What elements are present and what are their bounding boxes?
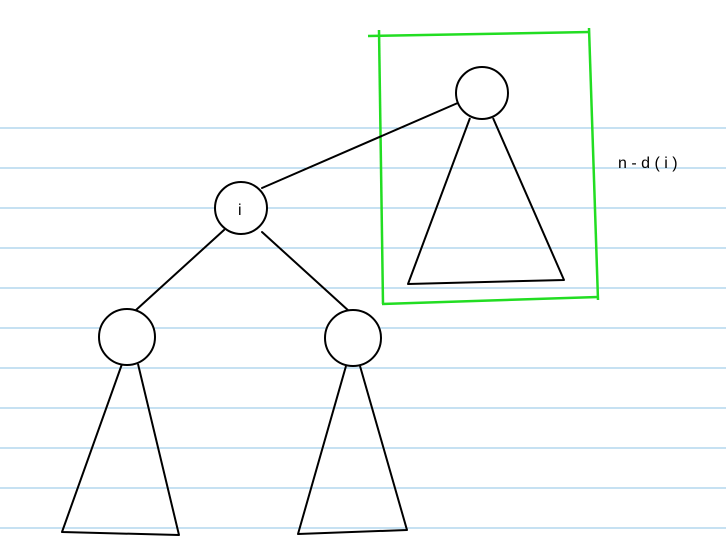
highlight-box-left bbox=[377, 29, 385, 305]
highlight-label: n - d ( i ) bbox=[618, 155, 678, 172]
node-i bbox=[214, 181, 268, 235]
subtree-triangles bbox=[61, 117, 565, 536]
edge-i-to-right-child bbox=[261, 231, 351, 313]
subtree-triangle-highlighted bbox=[407, 117, 565, 285]
node-right-child bbox=[324, 309, 382, 367]
node-subtree-root bbox=[455, 66, 509, 120]
highlight-box bbox=[367, 27, 600, 306]
highlight-box-right bbox=[587, 27, 600, 301]
tree-edges bbox=[135, 101, 461, 313]
tree-nodes bbox=[98, 66, 509, 367]
node-left-child bbox=[98, 308, 156, 366]
highlight-box-bottom bbox=[381, 295, 599, 306]
subtree-triangle-left bbox=[61, 363, 180, 536]
subtree-triangle-right bbox=[297, 365, 408, 535]
highlight-box-top bbox=[367, 30, 591, 38]
edge-i-to-left-child bbox=[135, 229, 225, 311]
node-i-label: i bbox=[238, 202, 242, 219]
edge-i-to-right-subtree bbox=[261, 101, 461, 189]
